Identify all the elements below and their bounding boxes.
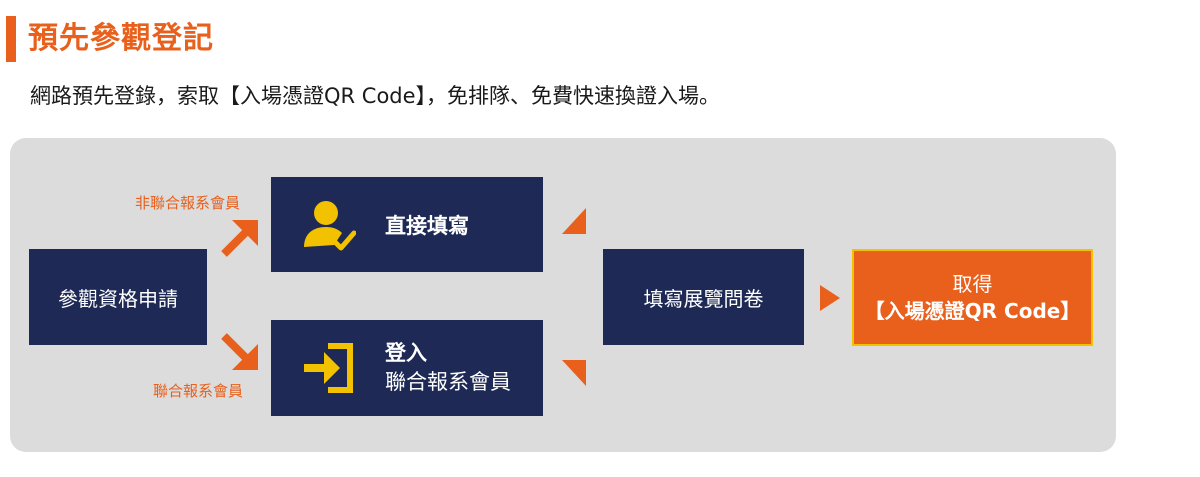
arrow-up-right-icon bbox=[221, 220, 258, 257]
survey-label: 填寫展覽問卷 bbox=[643, 286, 764, 311]
get-qr-box: 取得 【入場憑證QR Code】 bbox=[852, 249, 1093, 346]
apply-step-label: 參觀資格申請 bbox=[58, 286, 178, 311]
login-title: 登入 bbox=[385, 341, 427, 365]
direct-fill-box: 直接填寫 bbox=[271, 177, 543, 272]
login-box: 登入 聯合報系會員 bbox=[271, 320, 543, 416]
page-title: 預先參觀登記 bbox=[28, 21, 214, 56]
apply-step-box: 參觀資格申請 bbox=[29, 249, 207, 345]
arrow-left-up-icon bbox=[562, 360, 586, 386]
arrow-down-right-icon bbox=[221, 333, 258, 370]
non-member-note: 非聯合報系會員 bbox=[135, 194, 241, 212]
survey-box: 填寫展覽問卷 bbox=[603, 249, 804, 345]
member-note: 聯合報系會員 bbox=[153, 382, 244, 400]
user-check-icon bbox=[299, 196, 357, 254]
arrow-left-down-icon bbox=[562, 208, 586, 234]
get-qr-label-line2: 【入場憑證QR Code】 bbox=[864, 298, 1081, 323]
get-qr-label-line1: 取得 bbox=[952, 271, 993, 296]
arrow-right-icon bbox=[820, 285, 840, 311]
direct-fill-label: 直接填寫 bbox=[385, 213, 469, 238]
page-subtitle: 網路預先登錄，索取【入場憑證QR Code】，免排隊、免費快速換證入場。 bbox=[30, 84, 721, 108]
title-accent-bar bbox=[6, 16, 16, 62]
login-subtitle: 聯合報系會員 bbox=[385, 370, 511, 394]
login-icon bbox=[299, 339, 357, 397]
